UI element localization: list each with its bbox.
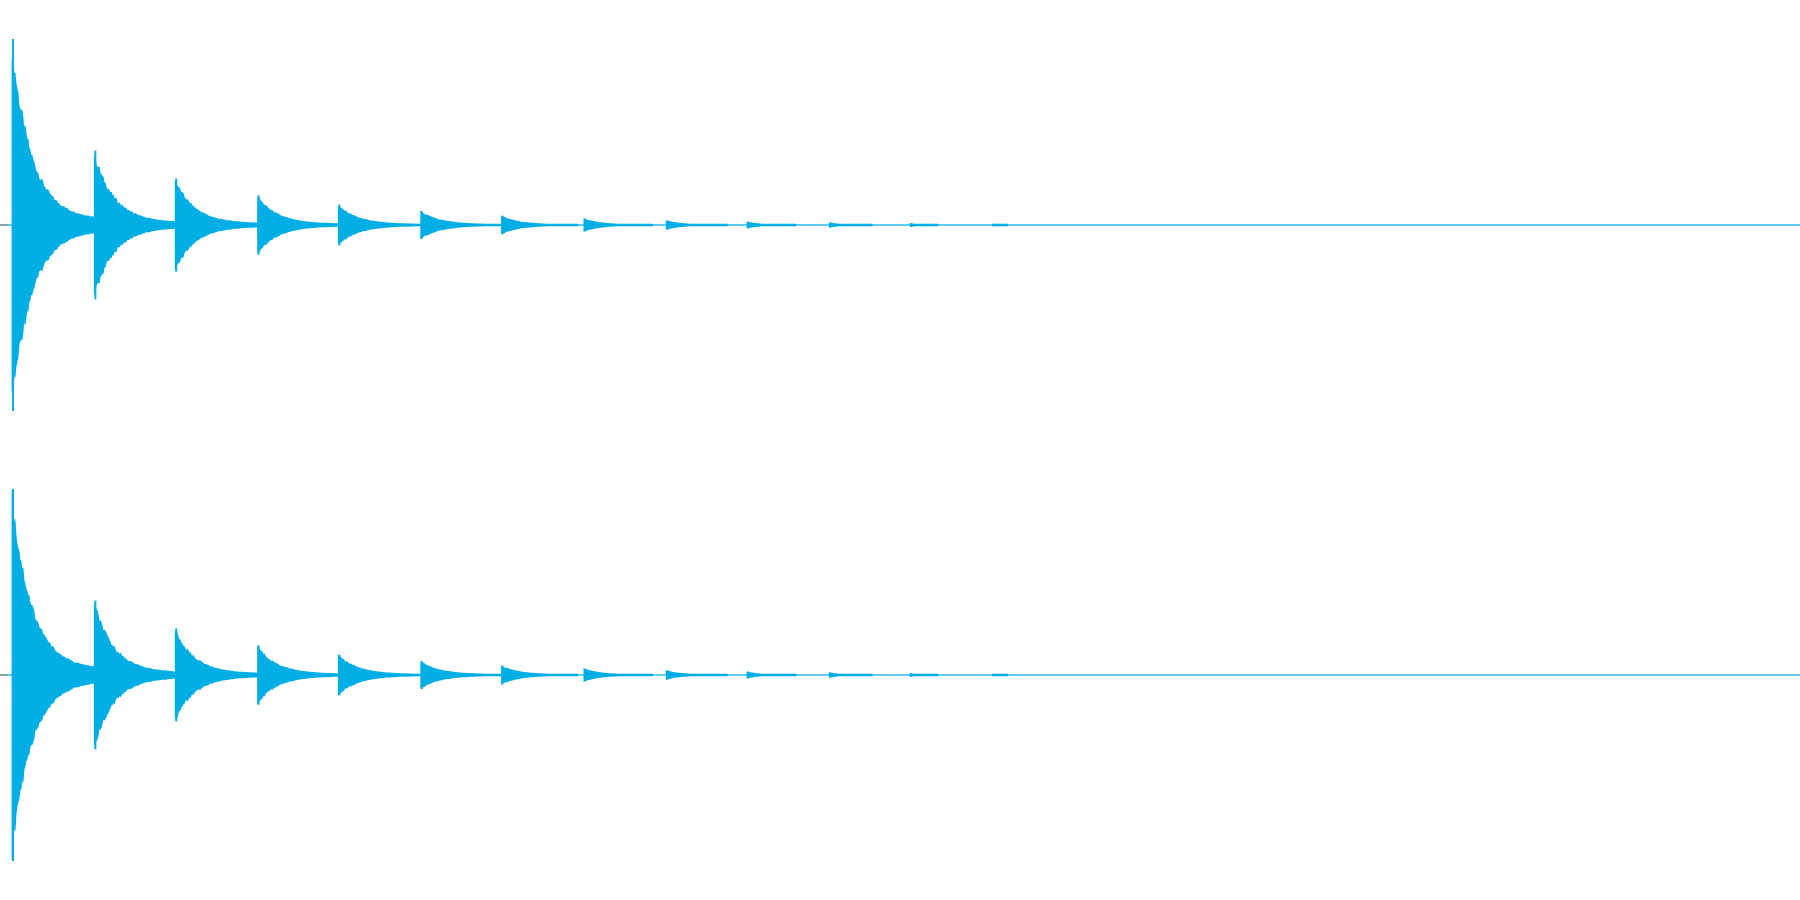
channel-2-burst-10	[746, 671, 797, 679]
channel-1-burst-8	[583, 217, 653, 233]
channel-2-burst-11	[829, 672, 873, 678]
channel-1-burst-7	[501, 215, 579, 235]
channel-2-burst-7	[501, 665, 579, 685]
channel-1-burst-12	[909, 222, 939, 228]
channel-2-burst-13	[992, 673, 1009, 677]
channel-1-waveform[interactable]	[0, 39, 1800, 411]
channel-2-burst-9	[665, 669, 728, 681]
channel-1-burst-10	[746, 221, 797, 229]
channel-1-burst-13	[992, 223, 1009, 227]
channel-1-burst-9	[665, 220, 728, 230]
channel-2-burst-12	[909, 672, 939, 678]
channel-2-burst-8	[583, 668, 653, 682]
channels-layer	[0, 39, 1800, 861]
channel-2-waveform[interactable]	[0, 489, 1800, 861]
channel-1-burst-11	[829, 222, 873, 228]
